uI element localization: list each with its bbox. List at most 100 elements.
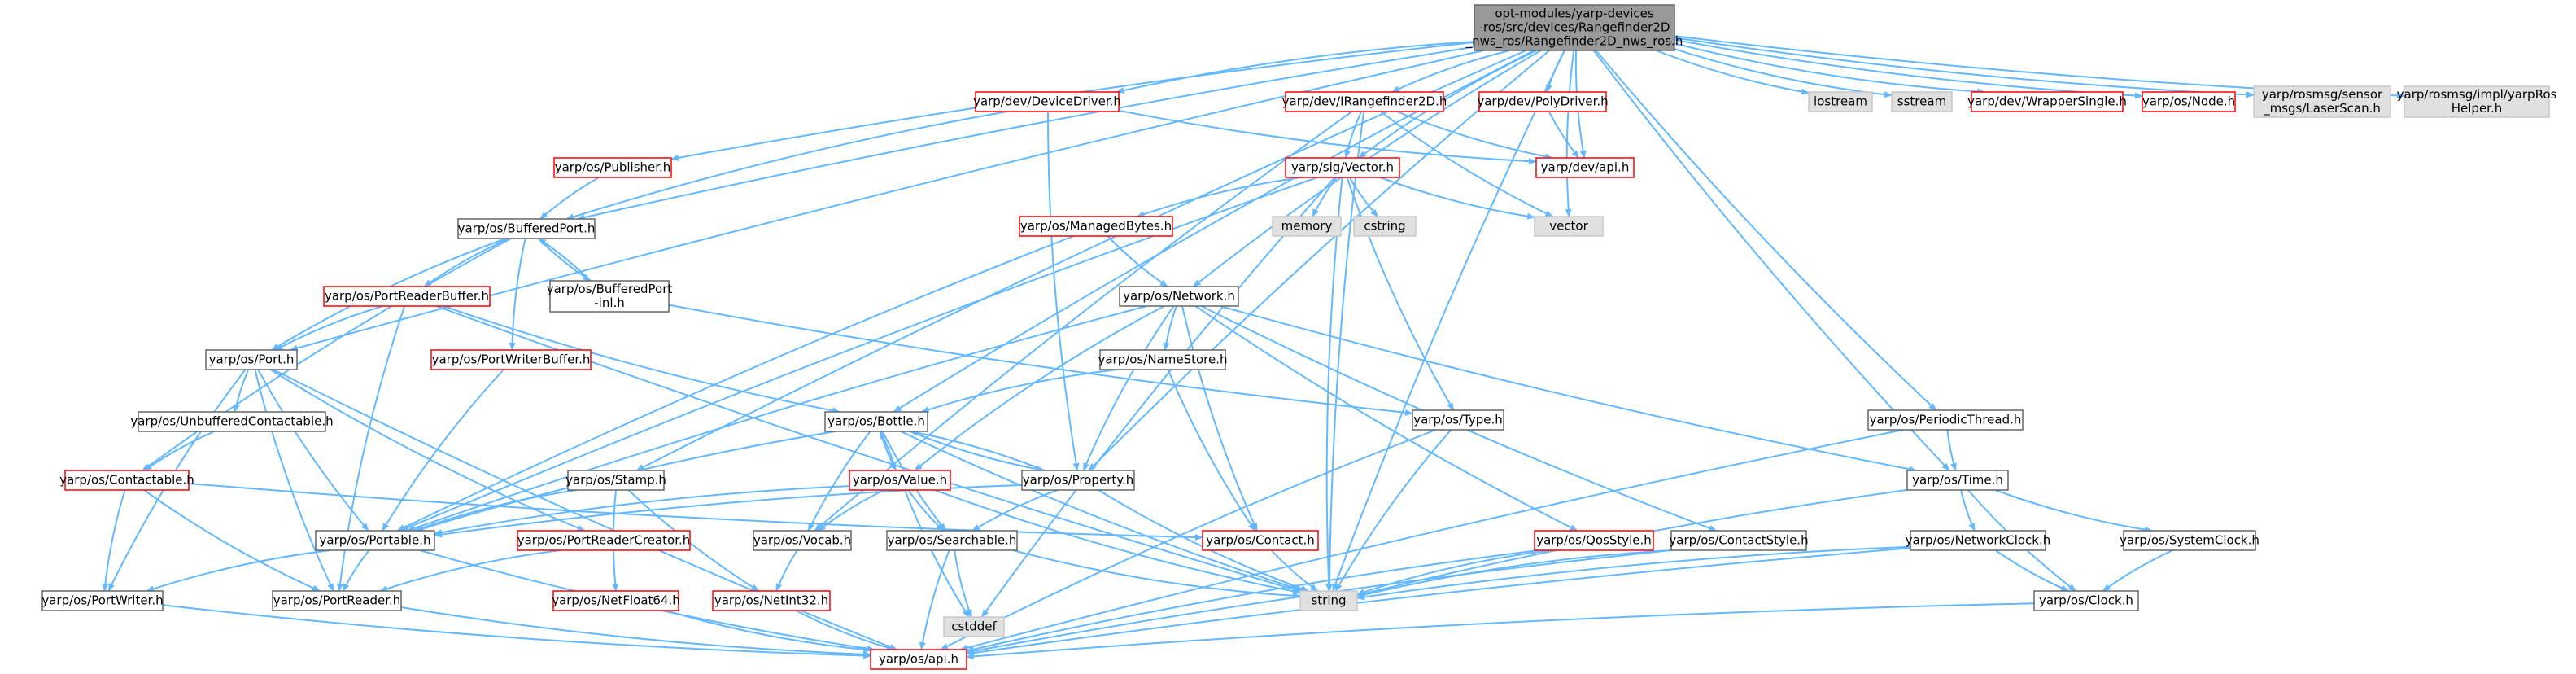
- edge-property-to-string: [1098, 489, 1309, 592]
- node-label: yarp/os/Type.h: [1413, 413, 1503, 427]
- node-box: [824, 411, 928, 432]
- edge-publisher-to-bufferedport: [539, 177, 600, 220]
- node-memory: memory: [1272, 216, 1342, 237]
- node-label: yarp/dev/WrapperSingle.h: [1967, 94, 2127, 109]
- node-devicedriver[interactable]: yarp/dev/DeviceDriver.h: [973, 91, 1121, 112]
- node-box: [1670, 530, 1807, 551]
- node-label: yarp/rosmsg/impl/yarpRos: [2397, 87, 2557, 102]
- node-publisher[interactable]: yarp/os/Publisher.h: [553, 157, 672, 178]
- node-type[interactable]: yarp/os/Type.h: [1412, 409, 1504, 431]
- node-vocab[interactable]: yarp/os/Vocab.h: [753, 530, 852, 551]
- node-devapi[interactable]: yarp/dev/api.h: [1535, 157, 1635, 178]
- node-box: [1906, 470, 2009, 491]
- node-label: yarp/os/Clock.h: [2039, 593, 2133, 608]
- edge-sigvector-to-managedbytes: [1136, 177, 1302, 217]
- node-netint32[interactable]: yarp/os/NetInt32.h: [712, 590, 831, 611]
- node-managedbytes[interactable]: yarp/os/ManagedBytes.h: [1019, 216, 1173, 237]
- node-netfloat64[interactable]: yarp/os/NetFloat64.h: [552, 590, 680, 611]
- node-label: cstddef: [951, 619, 997, 634]
- node-wrappersingle[interactable]: yarp/dev/WrapperSingle.h: [1967, 91, 2127, 112]
- nodes-layer: opt-modules/yarp-devices-ros/src/devices…: [41, 4, 2557, 670]
- node-box: [138, 411, 326, 432]
- node-cstddef: cstddef: [943, 616, 1005, 637]
- node-bufferedportinl[interactable]: yarp/os/BufferedPort-inl.h: [547, 280, 673, 313]
- node-polydriver[interactable]: yarp/dev/PolyDriver.h: [1477, 91, 1609, 112]
- node-namestore[interactable]: yarp/os/NameStore.h: [1098, 349, 1228, 370]
- node-label: yarp/os/PortReader.h: [273, 593, 401, 608]
- edge-sigvector-to-memory: [1312, 177, 1338, 217]
- edge-bottle-to-property: [909, 431, 1046, 473]
- node-box: [1272, 216, 1342, 237]
- edge-value-to-searchable: [907, 489, 945, 532]
- node-portwriterbuffer[interactable]: yarp/os/PortWriterBuffer.h: [430, 349, 592, 370]
- edge-port-to-portreader: [254, 369, 334, 592]
- node-unbuffered[interactable]: yarp/os/UnbufferedContactable.h: [130, 411, 334, 432]
- node-portreader[interactable]: yarp/os/PortReader.h: [272, 590, 402, 611]
- node-networkclock[interactable]: yarp/os/NetworkClock.h: [1906, 530, 2051, 551]
- node-label: yarp/os/PortWriterBuffer.h: [432, 352, 591, 367]
- edge-bottle-to-vocab: [807, 431, 871, 532]
- node-value[interactable]: yarp/os/Value.h: [849, 470, 951, 491]
- node-sigvector[interactable]: yarp/sig/Vector.h: [1285, 157, 1400, 178]
- edge-port-to-unbuffered: [233, 369, 250, 413]
- edge-portable-to-portreader: [342, 549, 370, 592]
- node-property[interactable]: yarp/os/Property.h: [1021, 470, 1135, 491]
- node-label: yarp/os/BufferedPort: [547, 282, 673, 296]
- node-contactstyle[interactable]: yarp/os/ContactStyle.h: [1669, 530, 1809, 551]
- edge-stamp-to-portable: [413, 489, 578, 532]
- edge-bufferedport-to-portwriterbuffer: [509, 238, 526, 351]
- node-box: [1474, 4, 1675, 51]
- edge-portreader-to-osapi: [400, 606, 871, 658]
- node-contact[interactable]: yarp/os/Contact.h: [1202, 530, 1319, 551]
- node-contactable[interactable]: yarp/os/Contactable.h: [59, 470, 194, 491]
- node-bufferedport[interactable]: yarp/os/BufferedPort.h: [457, 218, 596, 239]
- node-time[interactable]: yarp/os/Time.h: [1906, 470, 2009, 491]
- edge-root-to-vector: [1565, 50, 1575, 217]
- edge-network-to-property: [1082, 305, 1175, 471]
- node-label: yarp/os/Stamp.h: [565, 473, 666, 488]
- node-stamp[interactable]: yarp/os/Stamp.h: [565, 470, 666, 491]
- edge-bottle-to-string: [900, 431, 1305, 593]
- node-network[interactable]: yarp/os/Network.h: [1119, 286, 1239, 307]
- edge-root-to-irangefinder: [1391, 50, 1510, 93]
- edge-network-to-qosstyle: [1194, 305, 1578, 532]
- edge-portreaderbuffer-to-portreader: [336, 305, 406, 592]
- node-irangefinder[interactable]: yarp/dev/IRangefinder2D.h: [1282, 91, 1447, 112]
- edge-value-to-string: [934, 489, 1301, 595]
- node-box: [1910, 530, 2046, 551]
- node-node[interactable]: yarp/os/Node.h: [2142, 91, 2236, 112]
- node-clock[interactable]: yarp/os/Clock.h: [2033, 590, 2139, 611]
- edge-root-to-wrappersingle: [1674, 42, 1986, 95]
- node-bottle[interactable]: yarp/os/Bottle.h: [824, 411, 928, 432]
- node-portreaderbuffer[interactable]: yarp/os/PortReaderBuffer.h: [323, 286, 491, 307]
- node-port[interactable]: yarp/os/Port.h: [205, 349, 298, 370]
- node-sstream: sstream: [1891, 91, 1953, 112]
- node-portwriter[interactable]: yarp/os/PortWriter.h: [41, 590, 164, 611]
- edge-networkclock-to-clock: [1995, 549, 2070, 592]
- node-label: yarp/os/Contact.h: [1206, 533, 1315, 548]
- node-box: [1285, 91, 1444, 112]
- edge-searchable-to-string: [1012, 549, 1301, 599]
- edge-devicedriver-to-property: [1047, 111, 1080, 471]
- node-osapi[interactable]: yarp/os/api.h: [870, 649, 967, 670]
- node-qosstyle[interactable]: yarp/os/QosStyle.h: [1534, 530, 1654, 551]
- edge-contactable-to-contact: [188, 483, 1203, 541]
- node-root[interactable]: opt-modules/yarp-devices-ros/src/devices…: [1465, 4, 1683, 51]
- node-box: [1867, 409, 2024, 431]
- node-label: yarp/os/BufferedPort.h: [458, 221, 596, 236]
- node-label: vector: [1549, 219, 1588, 234]
- edge-irangefinder-to-sigvector: [1344, 111, 1362, 159]
- node-periodicthread[interactable]: yarp/os/PeriodicThread.h: [1867, 409, 2024, 431]
- edge-network-to-time: [1220, 305, 1918, 473]
- node-systemclock[interactable]: yarp/os/SystemClock.h: [2120, 530, 2259, 551]
- node-portreadercreator[interactable]: yarp/os/PortReaderCreator.h: [517, 530, 691, 551]
- edge-devicedriver-to-devapi: [1118, 109, 1537, 165]
- node-box: [1891, 91, 1953, 112]
- node-label: yarp/os/api.h: [879, 652, 958, 667]
- node-label: yarp/os/Node.h: [2142, 94, 2235, 109]
- edge-searchable-to-cstddef: [954, 549, 972, 618]
- node-label: Helper.h: [2452, 101, 2503, 116]
- node-searchable[interactable]: yarp/os/Searchable.h: [886, 530, 1018, 551]
- node-portable[interactable]: yarp/os/Portable.h: [315, 530, 435, 551]
